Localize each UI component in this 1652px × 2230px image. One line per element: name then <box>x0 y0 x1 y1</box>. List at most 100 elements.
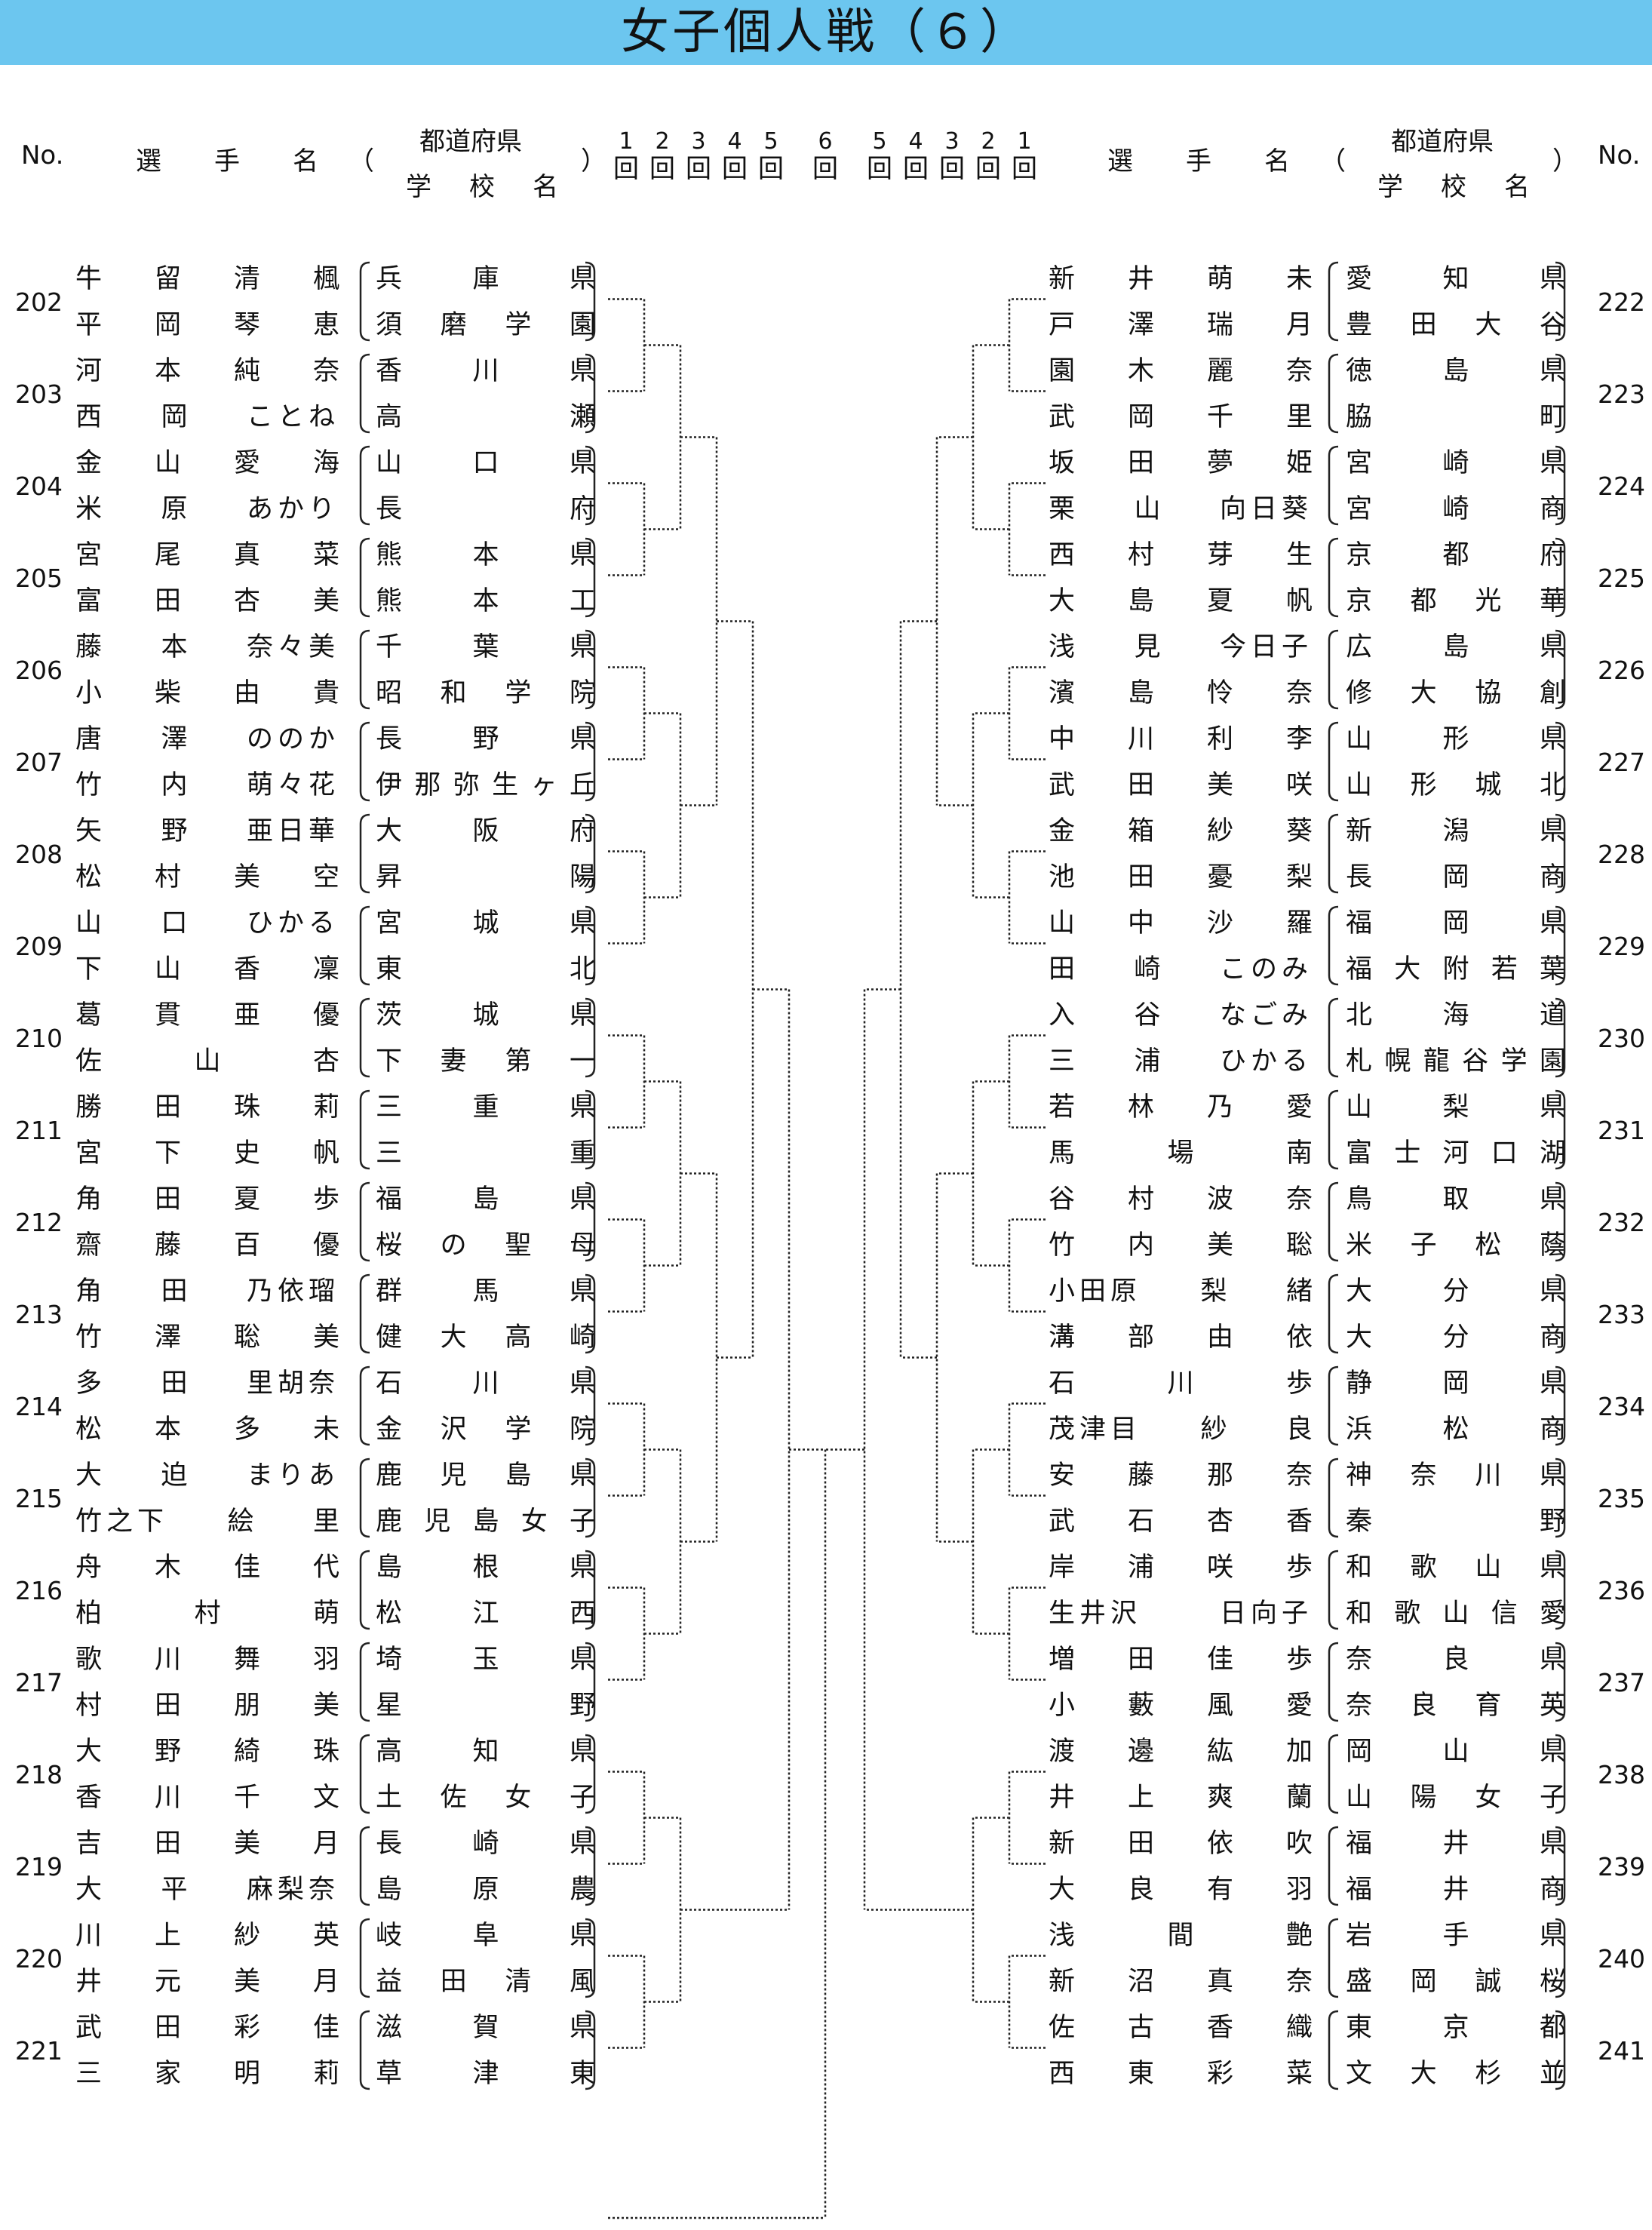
player-2-name: 米原あかり <box>75 494 339 524</box>
player-2-name: 平岡琴恵 <box>75 310 339 340</box>
name-part: 溝 <box>1049 1322 1076 1353</box>
player-1-name: 宮尾真菜 <box>75 540 339 570</box>
player-1-name: 浅間艶 <box>1049 1921 1313 1951</box>
name-part: 爽 <box>1206 1783 1233 1813</box>
school-name: 大分商 <box>1346 1322 1566 1353</box>
entry-number: 202 <box>15 287 63 317</box>
name-part: 米 <box>75 494 103 524</box>
brace-open <box>359 1273 370 1354</box>
name-part: 貴 <box>312 678 339 708</box>
prefecture: 大分県 <box>1346 1276 1566 1307</box>
name-part: 田 <box>161 1276 188 1307</box>
brace-open <box>1328 997 1339 1078</box>
entry-number: 236 <box>1598 1575 1645 1605</box>
school-name: 松江西 <box>376 1599 596 1629</box>
player-1-name: 岸浦咲歩 <box>1049 1553 1313 1583</box>
name-part: 村 <box>1127 540 1154 570</box>
brace-close <box>1555 1181 1566 1262</box>
name-part: 井 <box>1049 1783 1076 1813</box>
entry-number: 214 <box>15 1391 63 1421</box>
name-part: 新 <box>1049 1967 1076 1997</box>
name-part: 利 <box>1206 724 1233 754</box>
name-part: 愛 <box>1285 1691 1313 1721</box>
name-part: 萌 <box>312 1599 339 1629</box>
player-2-name: 竹澤聡美 <box>75 1322 339 1353</box>
brace-close <box>585 2010 596 2090</box>
player-1-name: 若林乃愛 <box>1049 1092 1313 1123</box>
player-2-name: 佐山杏 <box>75 1046 339 1077</box>
name-part: 吉 <box>75 1829 103 1859</box>
player-2-name: 村田朋美 <box>75 1691 339 1721</box>
player-1-name: 金箱紗葵 <box>1049 816 1313 846</box>
name-part: 林 <box>1127 1092 1154 1123</box>
player-2-name: 竹内美聡 <box>1049 1230 1313 1261</box>
name-part: 角 <box>75 1184 103 1215</box>
player-1-name: 大野綺珠 <box>75 1737 339 1767</box>
school-name: 宮崎商 <box>1346 494 1566 524</box>
name-part: 間 <box>1167 1921 1194 1951</box>
school-name: 鹿児島女子 <box>376 1507 596 1537</box>
name-part: 田 <box>154 1092 181 1123</box>
name-part: 杏 <box>312 1046 339 1077</box>
prefecture: 島根県 <box>376 1553 596 1583</box>
brace-open <box>359 629 370 710</box>
name-part: 池 <box>1049 862 1076 892</box>
name-part: 蘭 <box>1285 1783 1313 1813</box>
name-part: 石 <box>1049 1368 1076 1399</box>
prefecture: 東京都 <box>1346 2013 1566 2043</box>
brace-close <box>1555 629 1566 710</box>
name-part: 浦 <box>1127 1553 1154 1583</box>
name-part: 新 <box>1049 264 1076 294</box>
name-part: 羽 <box>1285 1875 1313 1905</box>
prefecture: 山形県 <box>1346 724 1566 754</box>
player-1-name: 小田原梨緒 <box>1049 1276 1313 1307</box>
name-part: 河 <box>75 356 103 386</box>
name-part: 芽 <box>1206 540 1233 570</box>
entry-number: 228 <box>1598 839 1645 869</box>
name-part: 口 <box>161 908 188 938</box>
name-part: 田 <box>1049 954 1076 984</box>
player-2-name: 香川千文 <box>75 1783 339 1813</box>
name-part: 野 <box>161 816 188 846</box>
name-part: 富 <box>75 586 103 616</box>
player-1-name: 坂田夢姫 <box>1049 448 1313 478</box>
name-part: 古 <box>1127 2013 1154 2043</box>
name-part: 歌 <box>75 1645 103 1675</box>
name-part: 愛 <box>233 448 260 478</box>
player-2-name: 栗山向日葵 <box>1049 494 1313 524</box>
name-part: 部 <box>1127 1322 1154 1353</box>
name-part: 舞 <box>233 1645 260 1675</box>
prefecture: 岐阜県 <box>376 1921 596 1951</box>
name-part: 聡 <box>1285 1230 1313 1261</box>
brace-close <box>1555 721 1566 802</box>
name-part: 竹 <box>1049 1230 1076 1261</box>
name-part: 佳 <box>312 2013 339 2043</box>
entry-number: 227 <box>1598 747 1645 777</box>
player-2-name: 松本多未 <box>75 1414 339 1445</box>
school-name: 長府 <box>376 494 596 524</box>
player-2-name: 西岡ことね <box>75 402 339 432</box>
brace-open <box>359 1734 370 1814</box>
name-part: 真 <box>1206 1967 1233 1997</box>
player-2-name: 西東彩菜 <box>1049 2059 1313 2089</box>
name-part: 栗 <box>1049 494 1076 524</box>
name-part: 佳 <box>233 1553 260 1583</box>
brace-close <box>1555 1089 1566 1170</box>
player-1-name: 角田夏歩 <box>75 1184 339 1215</box>
player-2-name: 馬場南 <box>1049 1138 1313 1169</box>
brace-open <box>1328 2010 1339 2090</box>
name-part: 艶 <box>1285 1921 1313 1951</box>
name-part: 平 <box>75 310 103 340</box>
name-part: 田 <box>154 1691 181 1721</box>
name-part: 羅 <box>1285 908 1313 938</box>
entry-number: 223 <box>1598 379 1645 409</box>
player-1-name: 舟木佳代 <box>75 1553 339 1583</box>
name-part: 村 <box>1127 1184 1154 1215</box>
brace-close <box>585 1550 596 1630</box>
name-part: 本 <box>154 356 181 386</box>
name-part: 宮 <box>75 1138 103 1169</box>
school-name: 三重 <box>376 1138 596 1169</box>
player-1-name: 葛貫亜優 <box>75 1000 339 1031</box>
name-part: 井 <box>75 1967 103 1997</box>
name-part: 田 <box>161 1368 188 1399</box>
